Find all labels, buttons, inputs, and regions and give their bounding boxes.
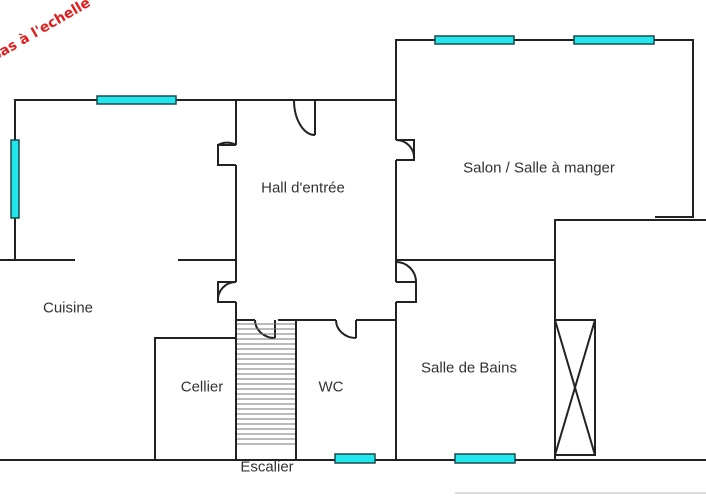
room-label-salon: Salon / Salle à manger <box>463 159 615 177</box>
window <box>10 139 20 219</box>
window <box>573 35 655 45</box>
room-label-salle-de-bains: Salle de Bains <box>421 359 517 377</box>
room-label-escalier: Escalier <box>240 458 294 476</box>
walls <box>0 39 706 494</box>
window <box>334 453 376 464</box>
window <box>434 35 515 45</box>
stairs <box>237 323 295 445</box>
window <box>96 95 177 105</box>
window <box>454 453 516 464</box>
room-label-hall: Hall d'entrée <box>261 179 345 197</box>
room-label-cellier: Cellier <box>180 378 224 396</box>
room-label-cuisine: Cuisine <box>42 299 94 317</box>
windows <box>10 35 655 464</box>
shaft-box <box>554 319 596 456</box>
doors <box>216 99 417 339</box>
room-label-wc: WC <box>318 378 344 396</box>
